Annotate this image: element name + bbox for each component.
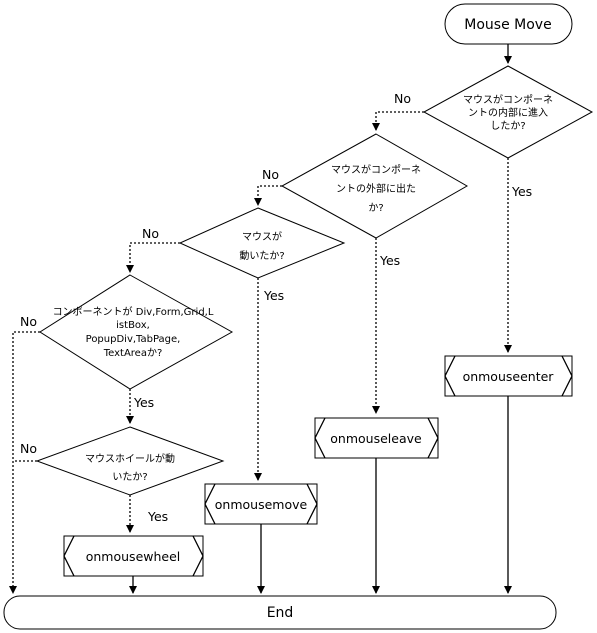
decision-moved: マウスが 動いたか? <box>178 207 346 279</box>
decision-type-line-3: PopupDiv,TabPage, <box>86 334 181 345</box>
onmousewheel-label: onmousewheel <box>86 549 181 564</box>
decision-component-type: コンポーネントが Div,Form,Grid,L istBox, PopupDi… <box>39 274 234 390</box>
event-onmousewheel: onmousewheel <box>63 535 204 577</box>
end-label: End <box>267 605 294 621</box>
connector-moved-no <box>126 242 180 273</box>
decision-left-line-2: ントの外部に出た <box>336 182 416 195</box>
event-onmouseleave: onmouseleave <box>314 417 439 459</box>
decision-type-line-2: istBox, <box>116 320 150 331</box>
decision-type-line-1: コンポーネントが Div,Form,Grid,L <box>53 305 214 318</box>
decision-entered: マウスがコンポーネ ントの内部に進入 したか? <box>422 65 594 159</box>
decision-entered-line-1: マウスがコンポーネ <box>463 93 553 106</box>
yes-label-moved: Yes <box>263 288 284 303</box>
start-label: Mouse Move <box>464 17 551 33</box>
yes-label-wheel: Yes <box>147 509 168 524</box>
onmousemove-label: onmousemove <box>215 497 308 512</box>
connector-entered-no <box>372 111 424 131</box>
yes-label-left: Yes <box>379 253 400 268</box>
decision-wheel-line-1: マウスホイールが動 <box>85 452 175 465</box>
start-terminator: Mouse Move <box>444 3 573 45</box>
event-onmousemove: onmousemove <box>204 483 318 525</box>
connector-type-no <box>9 331 40 594</box>
event-onmouseenter: onmouseenter <box>444 355 573 397</box>
decision-entered-line-2: ントの内部に進入 <box>468 106 548 119</box>
yes-label-entered: Yes <box>511 184 532 199</box>
no-label-wheel: No <box>20 441 37 456</box>
connector-left-no <box>254 185 282 206</box>
no-label-left: No <box>262 167 279 182</box>
decision-wheel: マウスホイールが動 いたか? <box>35 426 225 496</box>
decision-wheel-line-2: いたか? <box>112 471 147 483</box>
no-label-entered: No <box>394 91 411 106</box>
decision-left-line-3: か? <box>368 202 383 214</box>
no-label-moved: No <box>142 226 159 241</box>
decision-moved-line-2: 動いたか? <box>239 249 284 262</box>
decision-type-line-4: TextAreaか? <box>103 347 163 359</box>
decision-moved-line-1: マウスが <box>242 230 282 243</box>
end-terminator: End <box>3 595 557 630</box>
onmouseleave-label: onmouseleave <box>330 431 422 446</box>
onmouseenter-label: onmouseenter <box>463 369 555 384</box>
decision-left: マウスがコンポーネ ントの外部に出た か? <box>280 133 469 239</box>
no-label-type: No <box>20 314 37 329</box>
decision-entered-line-3: したか? <box>490 120 525 132</box>
decision-left-line-1: マウスがコンポーネ <box>331 163 421 176</box>
yes-label-type: Yes <box>133 395 154 410</box>
